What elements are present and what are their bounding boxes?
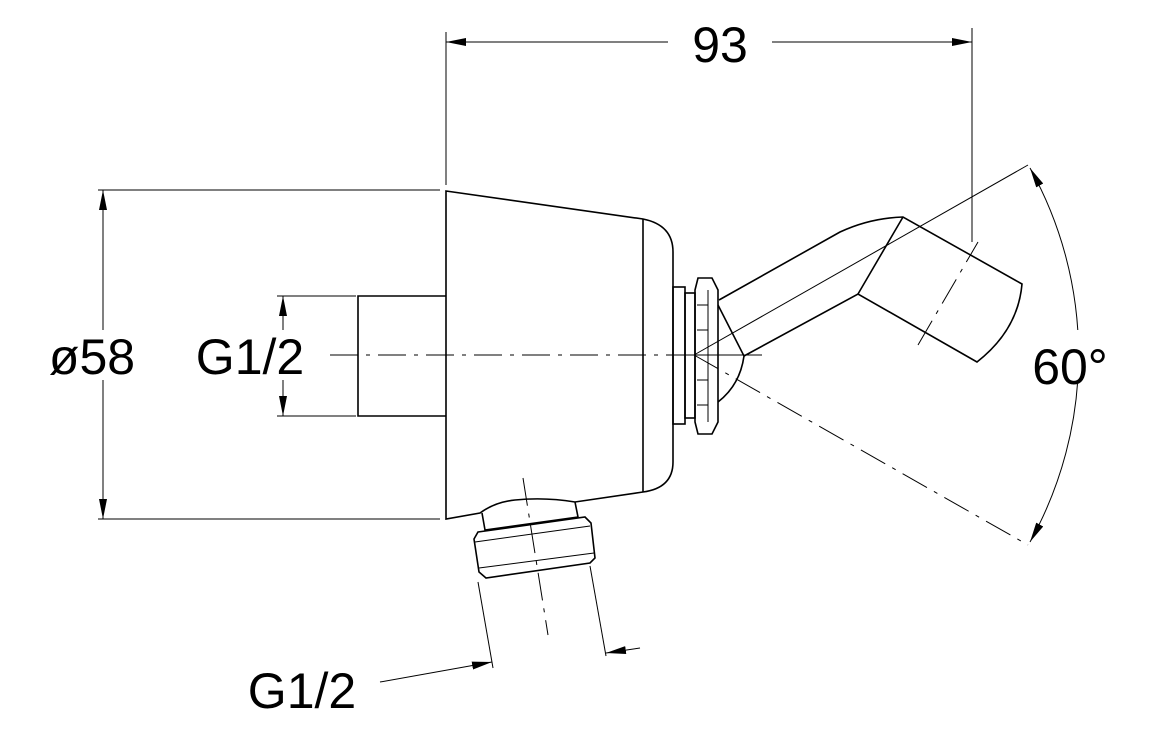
wall-connector-body [445,190,696,520]
diameter-label: ø58 [49,329,135,385]
diameter-dimension: ø58 [49,189,440,520]
hex-nut [694,277,719,435]
outlet-thread-dimension: G1/2 [248,565,641,719]
shower-arm [693,164,1029,546]
outlet-thread-label: G1/2 [248,663,356,719]
inlet-pipe [357,295,446,417]
outlet-fitting [473,477,596,636]
angle-dimension: 60° [1029,167,1120,543]
inlet-thread-label: G1/2 [196,329,304,385]
width-dimension: 93 [445,17,973,242]
width-label: 93 [692,17,748,73]
angle-label: 60° [1032,339,1108,395]
inlet-thread-dimension: G1/2 [185,295,356,417]
